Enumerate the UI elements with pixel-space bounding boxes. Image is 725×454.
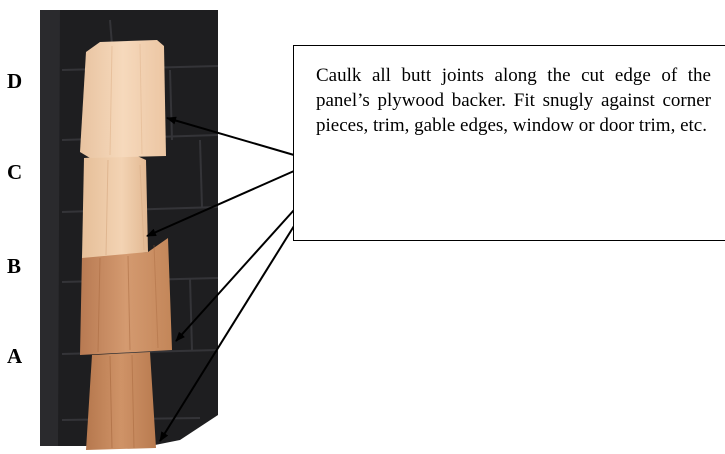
arrow-to-joint-c — [146, 170, 295, 237]
row-label-a: A — [7, 344, 23, 368]
arrow-to-joint-d — [166, 116, 295, 156]
shingle-b — [80, 238, 172, 355]
row-label-c: C — [7, 160, 23, 184]
row-label-b: B — [7, 254, 22, 278]
row-label-d: D — [7, 69, 23, 93]
callout-arrows — [146, 116, 295, 442]
callout-box: Caulk all butt joints along the cut edge… — [293, 45, 725, 241]
arrow-to-joint-b — [175, 209, 295, 342]
callout-text: Caulk all butt joints along the cut edge… — [316, 65, 711, 136]
arrow-to-joint-a — [159, 225, 295, 442]
shingle-c — [82, 155, 148, 258]
shingle-a — [86, 352, 156, 450]
shingle-stack — [80, 40, 172, 450]
shingle-d — [80, 40, 166, 158]
